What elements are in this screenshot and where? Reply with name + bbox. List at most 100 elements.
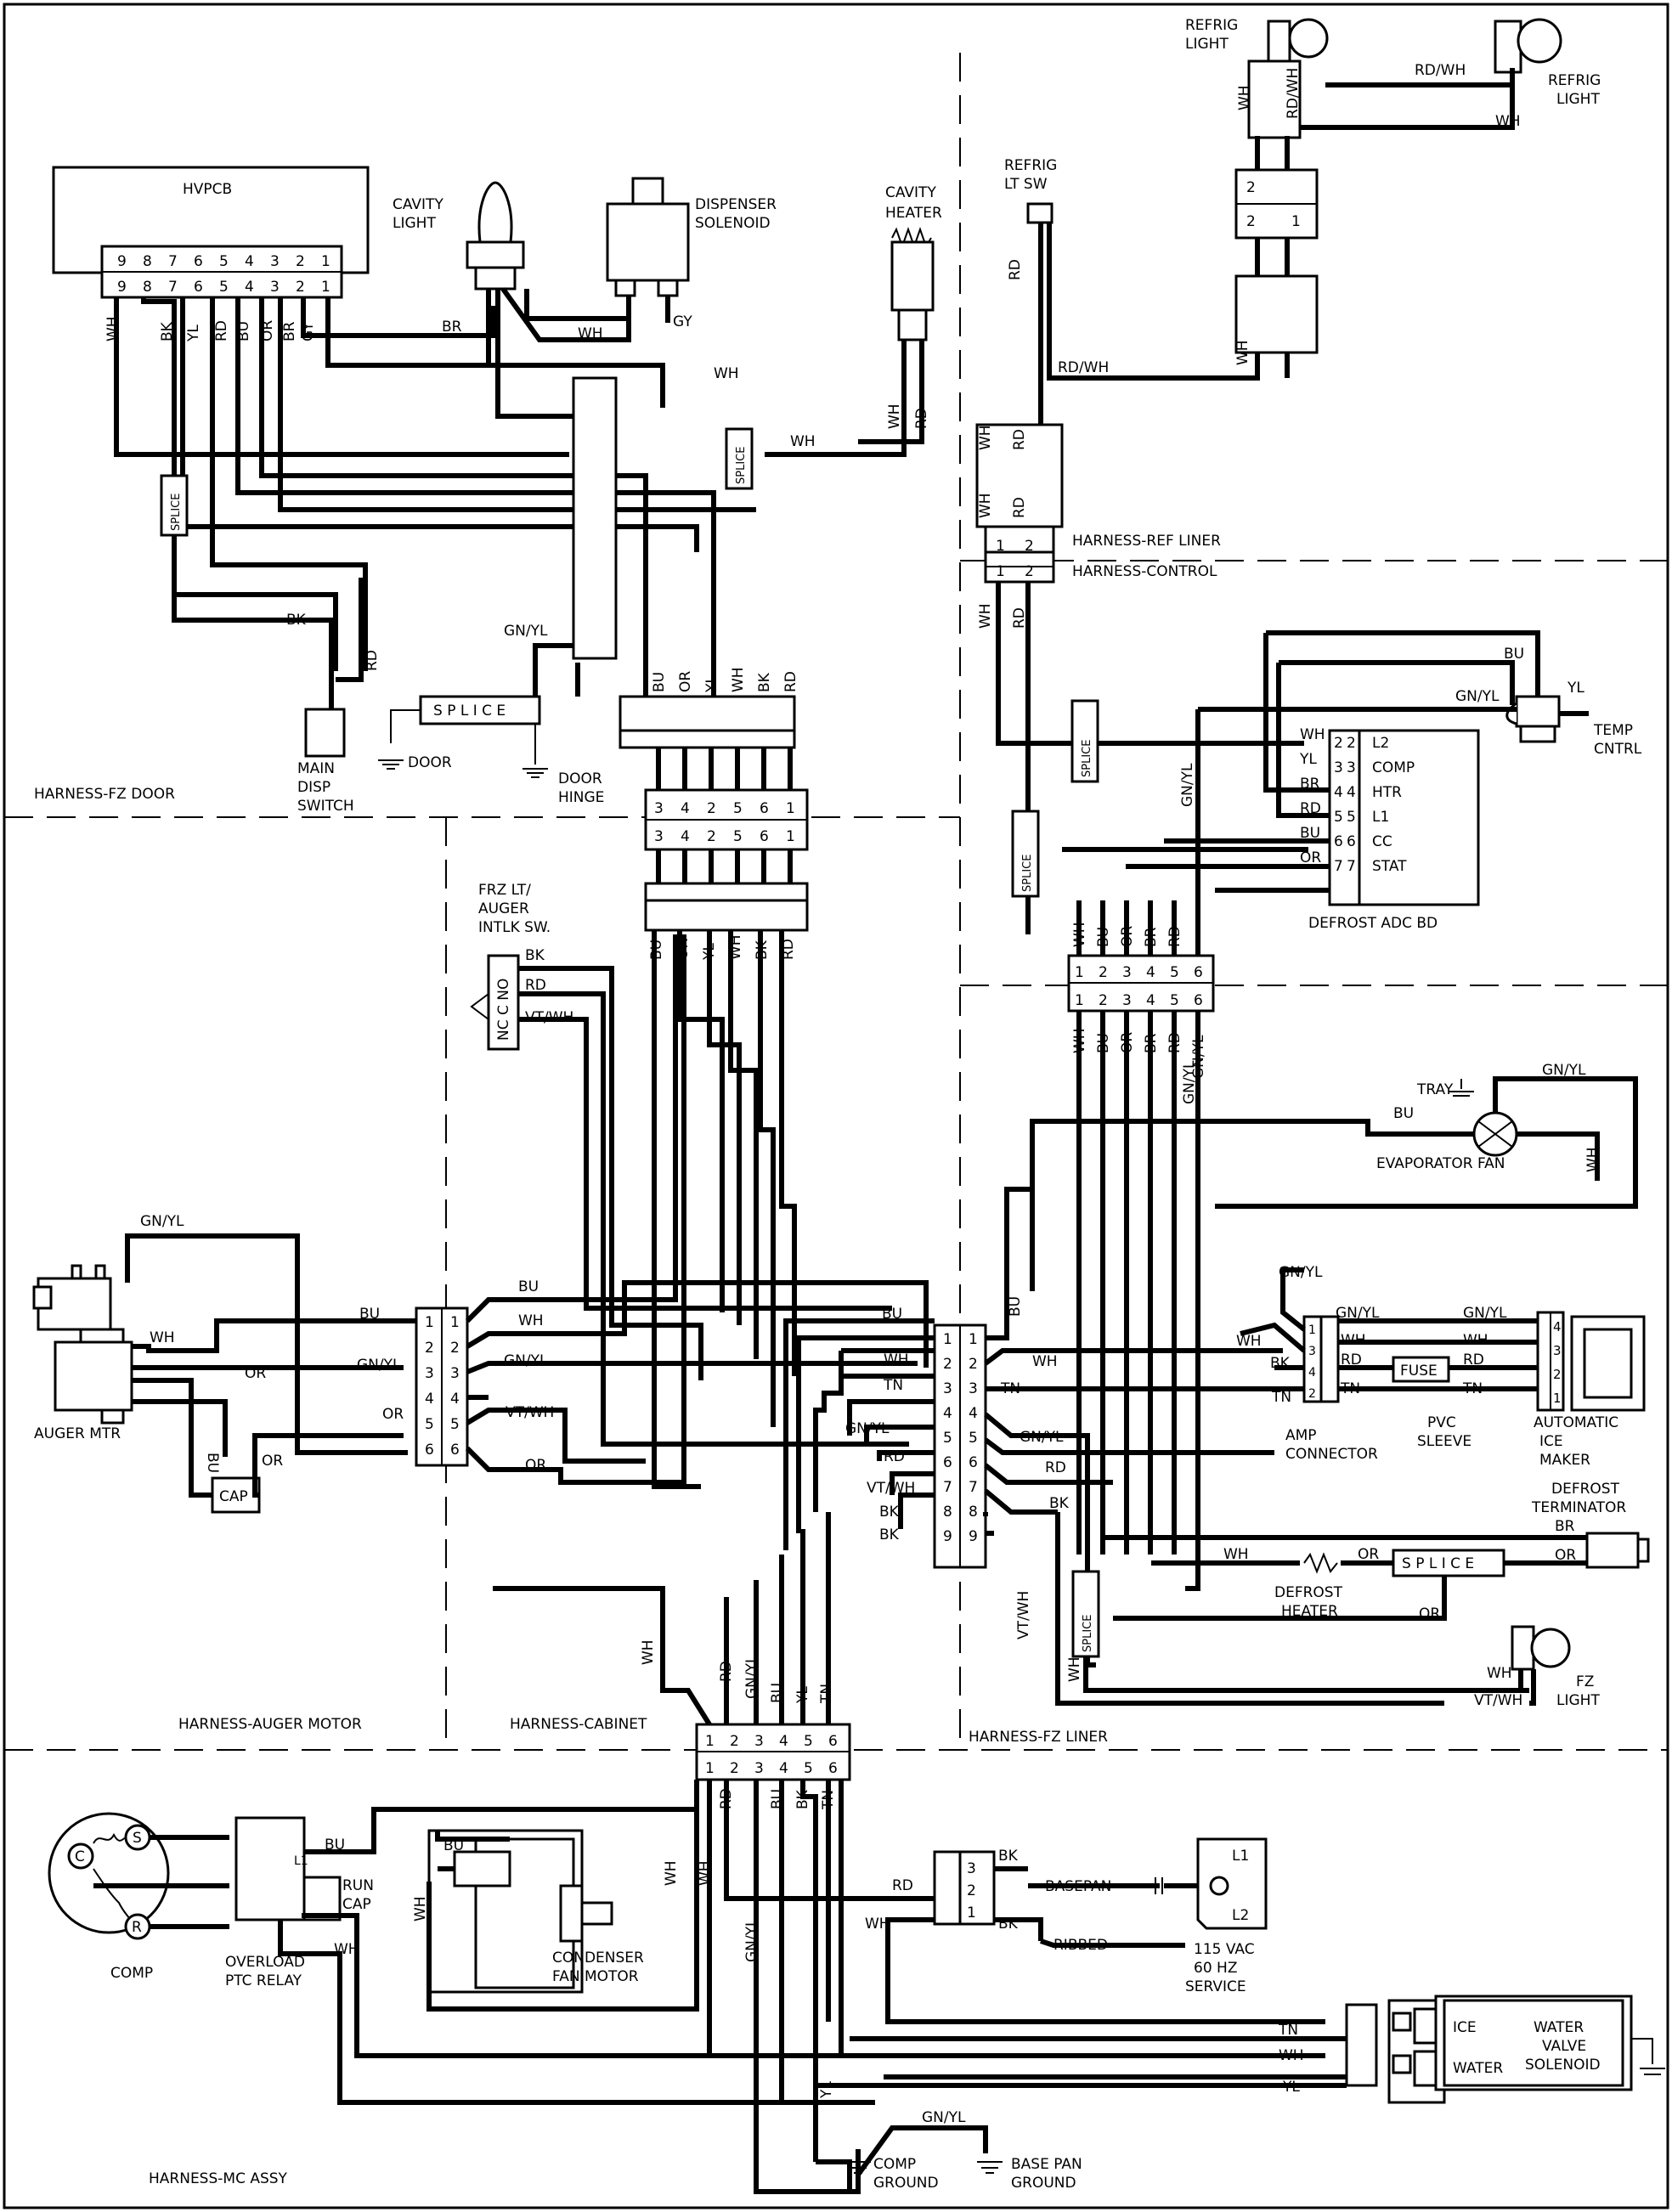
fz-connector — [933, 1323, 987, 1569]
svg-text:SERVICE: SERVICE — [1185, 1978, 1246, 1995]
svg-text:VT/WH: VT/WH — [1474, 1692, 1522, 1709]
svg-text:BK: BK — [286, 612, 307, 629]
splice-fz: SPLICE WH — [1055, 1512, 1529, 1706]
cabinet-bundle-wires — [652, 930, 797, 1489]
svg-text:HEATER: HEATER — [885, 205, 942, 222]
door-splice: S P L I C E DOOR HARNESS-FZ DOOR — [34, 695, 548, 803]
svg-text:RD: RD — [1341, 1351, 1362, 1368]
svg-text:VT/WH: VT/WH — [525, 1009, 573, 1026]
svg-text:WH: WH — [977, 493, 994, 518]
door-hinge-pin-bottom: 2 — [707, 828, 716, 845]
overload-ptc-relay: RUN CAP OVERLOAD PTC RELAY BU WH L1 — [93, 1780, 875, 2105]
svg-text:TRAY: TRAY — [1416, 1081, 1454, 1098]
svg-text:RD: RD — [913, 408, 930, 429]
svg-text:WH: WH — [1341, 1332, 1366, 1349]
svg-text:WH: WH — [1487, 1665, 1512, 1682]
svg-text:BU: BU — [204, 1453, 221, 1473]
svg-text:WATER: WATER — [1534, 2019, 1584, 2036]
svg-text:WH: WH — [150, 1329, 175, 1346]
door-hinge-connector: DOOR HINGE — [558, 770, 809, 851]
ice-maker-pin: 2 — [1553, 1367, 1562, 1382]
svg-text:YL: YL — [1282, 2079, 1300, 2096]
svg-text:WH: WH — [334, 1941, 359, 1958]
dispenser-solenoid: DISPENSER SOLENOID GY — [606, 177, 777, 330]
grounds: GN/YL COMP GROUND BASE PAN GROUND HARNES… — [149, 2109, 1082, 2192]
svg-text:4: 4 — [1308, 1366, 1316, 1380]
svg-text:FAN MOTOR: FAN MOTOR — [552, 1968, 639, 1985]
door-hinge-wire-label: OR — [677, 671, 694, 692]
svg-text:WH: WH — [714, 365, 739, 382]
adc-terminal-number: 3 — [1334, 759, 1343, 776]
control-pin-bottom: 5 — [1170, 992, 1179, 1009]
fz-pin-left: 7 — [943, 1479, 952, 1496]
hvpcb-pin-bottom: 3 — [270, 279, 280, 296]
svg-text:WH: WH — [578, 325, 603, 342]
svg-text:RD: RD — [1011, 607, 1028, 629]
svg-text:TN: TN — [818, 1684, 835, 1704]
svg-text:WH: WH — [790, 433, 816, 450]
svg-text:R: R — [132, 1919, 142, 1936]
door-hinge-pin-top: 6 — [760, 800, 769, 817]
svg-text:BR: BR — [442, 319, 462, 336]
svg-text:WH: WH — [697, 1860, 714, 1886]
svg-text:DEFROST ADC BD: DEFROST ADC BD — [1308, 915, 1438, 932]
hvpcb-pin-top: 9 — [117, 253, 127, 270]
svg-text:TEMP: TEMP — [1593, 722, 1633, 739]
svg-text:LIGHT: LIGHT — [1185, 36, 1229, 53]
control-pin-top: 3 — [1122, 964, 1132, 981]
power-plug-connector: BK BK BASEPAN RIBBED L1 L2 115 VAC 60 HZ… — [885, 1837, 1325, 2024]
svg-text:WH: WH — [518, 1312, 544, 1329]
svg-text:RD: RD — [1007, 259, 1024, 280]
svg-text:ICE: ICE — [1539, 1433, 1563, 1450]
svg-text:COMP: COMP — [873, 2156, 916, 2173]
svg-text:RD: RD — [1045, 1459, 1066, 1476]
hinge-lower-wire-label: WH — [727, 934, 744, 960]
svg-text:DISP: DISP — [297, 779, 330, 796]
hvpcb-pin-top: 4 — [245, 253, 254, 270]
control-wire-label-top: OR — [1119, 926, 1136, 947]
svg-text:OR: OR — [1555, 1547, 1576, 1564]
svg-text:115 VAC: 115 VAC — [1194, 1941, 1255, 1958]
control-pin-top: 2 — [1099, 964, 1108, 981]
mc-connector — [695, 1723, 851, 1781]
adc-terminal-label: CC — [1372, 833, 1392, 850]
svg-text:TN: TN — [820, 1790, 837, 1810]
control-pin-top: 1 — [1075, 964, 1084, 981]
refrig-lt-sw: REFRIG LT SW RD — [1004, 157, 1057, 425]
mc-pin-top: 4 — [779, 1733, 788, 1750]
svg-text:CAP: CAP — [342, 1896, 371, 1913]
auger-connector — [415, 1306, 469, 1467]
svg-text:VT/WH: VT/WH — [1015, 1591, 1032, 1639]
fz-pin-left: 1 — [943, 1331, 952, 1348]
svg-text:RD: RD — [1011, 429, 1028, 450]
adc-terminal-number: 5 — [1347, 809, 1356, 826]
hvpcb-pin-bottom: 8 — [143, 279, 152, 296]
svg-text:WH: WH — [1279, 2047, 1304, 2064]
door-hinge-pin-bottom: 6 — [760, 828, 769, 845]
svg-text:RD: RD — [718, 1788, 735, 1809]
hvpcb-title: HVPCB — [183, 181, 232, 198]
fz-pin-left: 3 — [943, 1380, 952, 1397]
door-hinge-pin-top: 4 — [681, 800, 690, 817]
svg-text:OVERLOAD: OVERLOAD — [225, 1954, 305, 1971]
svg-text:S P L I C E: S P L I C E — [433, 703, 506, 719]
control-wire-label-top: BR — [1143, 927, 1160, 947]
svg-text:TN: TN — [1462, 1380, 1483, 1397]
svg-text:EVAPORATOR FAN: EVAPORATOR FAN — [1376, 1155, 1505, 1172]
door-hinge-shroud — [644, 882, 809, 932]
svg-text:GN/YL: GN/YL — [357, 1357, 401, 1374]
fz-pin-right: 5 — [969, 1430, 978, 1447]
hvpcb-wire-label: RD — [213, 320, 230, 341]
defrost-terminator: DEFROST TERMINATOR BR OR WH OR S P L I C… — [1104, 1481, 1650, 1622]
svg-text:BK: BK — [879, 1526, 900, 1543]
auger-pin-right: 4 — [450, 1391, 460, 1408]
control-pin-bottom: 6 — [1194, 992, 1203, 1009]
temp-control: BU GN/YL YL TEMP CNTRL — [1198, 630, 1642, 758]
hvpcb-board: HVPCB — [52, 166, 370, 299]
adc-terminal-number: 7 — [1347, 858, 1356, 875]
cavity-heater: CAVITY HEATER WH RD WH — [765, 184, 942, 457]
svg-text:HEATER: HEATER — [1281, 1603, 1338, 1620]
svg-text:BU: BU — [1007, 1296, 1024, 1317]
svg-text:WH: WH — [1495, 113, 1521, 130]
